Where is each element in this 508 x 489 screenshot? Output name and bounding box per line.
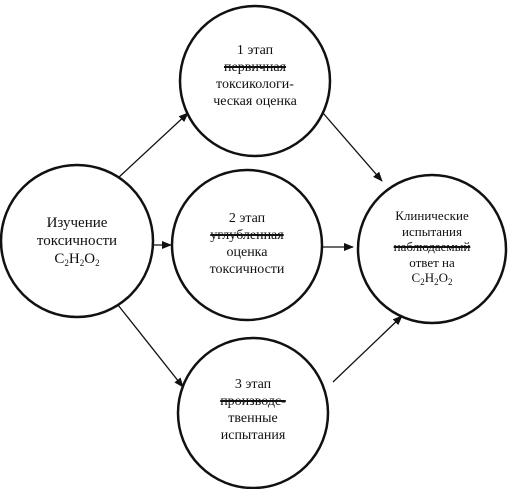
clinical-line3: наблюдаемый bbox=[393, 239, 471, 255]
stage3-line2: производс- bbox=[220, 394, 286, 410]
stage2-circle bbox=[170, 168, 324, 322]
stage2-line3: оценка bbox=[226, 245, 268, 260]
stage1-circle bbox=[178, 4, 332, 158]
clinical-node-text: Клинические испытания наблюдаемый ответ … bbox=[374, 196, 490, 300]
clinical-line1: Клинические bbox=[395, 207, 469, 223]
stage3-line3: твенные bbox=[228, 411, 278, 426]
arrow-stage3-to-clinical bbox=[332, 315, 403, 383]
stage2-line1: 2 этап bbox=[228, 211, 266, 227]
clinical-formula: C2H2O2 bbox=[411, 270, 453, 288]
stage1-line3: токсикологи- bbox=[216, 77, 294, 92]
stage3-circle bbox=[176, 336, 330, 489]
study-circle bbox=[0, 163, 155, 319]
study-node-text: Изучение токсичности C2H2O2 bbox=[12, 201, 142, 281]
arrow-study-to-stage3 bbox=[117, 304, 184, 388]
study-line1: Изучение bbox=[46, 214, 108, 231]
clinical-line4: ответ на bbox=[409, 254, 455, 270]
stage1-line2: первичная bbox=[224, 60, 286, 76]
arrow-stage1-to-clinical bbox=[322, 112, 383, 182]
clinical-circle bbox=[356, 173, 508, 325]
study-formula: C2H2O2 bbox=[54, 250, 100, 268]
stage2-line4: токсичности bbox=[209, 261, 285, 277]
stage3-line4: испытания bbox=[220, 427, 286, 443]
stage3-line1: 3 этап bbox=[234, 377, 272, 393]
stage2-line2: углубленная bbox=[210, 228, 284, 244]
stage2-node-text: 2 этап углубленная оценка токсичности bbox=[187, 202, 307, 288]
study-line2: токсичности bbox=[36, 232, 118, 249]
clinical-line2: испытания bbox=[402, 223, 462, 239]
stage1-line1: 1 этап bbox=[236, 43, 274, 59]
stage3-node-text: 3 этап производс- твенные испытания bbox=[193, 368, 313, 454]
stage1-node-text: 1 этап первичная токсикологи- ческая оце… bbox=[195, 34, 315, 120]
arrow-study-to-stage1 bbox=[117, 112, 189, 179]
stage1-line4: ческая оценка bbox=[213, 93, 297, 109]
